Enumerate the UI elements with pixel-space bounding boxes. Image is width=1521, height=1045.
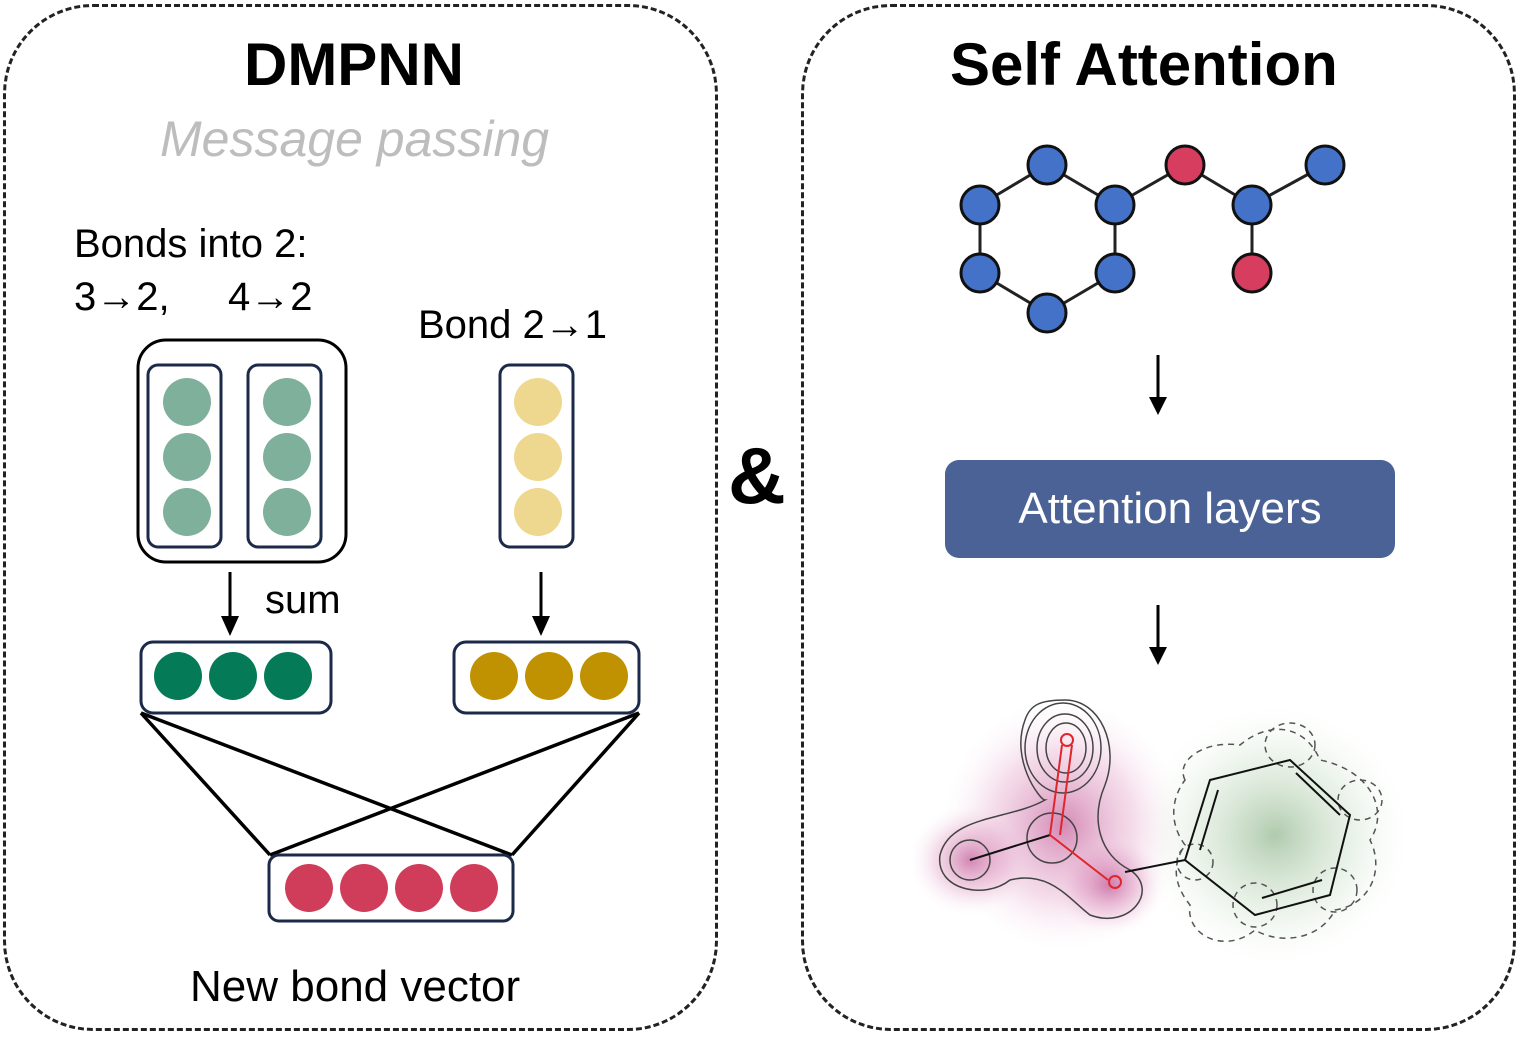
bond-3-2-feature <box>163 378 211 426</box>
atom-node <box>959 184 1001 226</box>
atom-node <box>1026 292 1068 334</box>
down-arrow-1 <box>1149 355 1167 415</box>
new-bond-vector-label: New bond vector <box>190 962 521 1011</box>
bond-out-arrow <box>532 572 550 636</box>
new-bond-feature <box>395 864 443 912</box>
bond-3-2-feature <box>163 433 211 481</box>
atom-node-oxygen <box>1231 252 1273 294</box>
bond-vector-2-1 <box>498 363 575 549</box>
sum-arrow <box>221 572 239 636</box>
new-bond-feature <box>285 864 333 912</box>
summed-feature <box>209 652 257 700</box>
bond-vector-3-2 <box>146 363 223 549</box>
bond-3-2-label: 3→2, <box>74 275 170 319</box>
summed-vector <box>139 640 333 715</box>
bond-out-feature <box>580 652 628 700</box>
ampersand: & <box>728 431 786 520</box>
new-bond-vector <box>267 853 515 923</box>
bond-2-1-feature <box>514 378 562 426</box>
combination-lines <box>139 711 641 857</box>
bond-vector-4-2 <box>246 363 323 549</box>
bond-4-2-feature <box>263 433 311 481</box>
new-bond-feature <box>340 864 388 912</box>
summed-feature <box>264 652 312 700</box>
atom-node <box>1304 144 1346 186</box>
atom-node <box>1026 144 1068 186</box>
bond-out-feature <box>470 652 518 700</box>
molecule-graph <box>978 163 1326 315</box>
atom-node <box>1231 184 1273 226</box>
message-passing-subtitle: Message passing <box>160 111 550 167</box>
bond-3-2-feature <box>163 488 211 536</box>
bond-4-2-feature <box>263 488 311 536</box>
bond-2-1-feature <box>514 433 562 481</box>
atom-node <box>1094 184 1136 226</box>
bonds-into-label: Bonds into 2: <box>74 222 308 266</box>
molecule-atoms <box>959 144 1346 334</box>
bond-out-feature <box>525 652 573 700</box>
incoming-bonds-group <box>136 338 348 564</box>
bond-2-1-feature <box>514 488 562 536</box>
bond-4-2-label: 4→2 <box>228 275 313 319</box>
bond-2-1-label: Bond 2→1 <box>418 303 608 347</box>
sum-label: sum <box>265 578 341 622</box>
dmpnn-title: DMPNN <box>244 31 464 98</box>
bond-out-vector <box>452 640 641 715</box>
self-attention-title: Self Attention <box>950 31 1338 98</box>
new-bond-feature <box>450 864 498 912</box>
summed-feature <box>154 652 202 700</box>
attention-layers-label: Attention layers <box>1018 484 1322 533</box>
attention-heatmap <box>910 699 1410 965</box>
bond-4-2-feature <box>263 378 311 426</box>
atom-node <box>959 252 1001 294</box>
down-arrow-2 <box>1149 605 1167 665</box>
atom-node <box>1094 252 1136 294</box>
atom-node-oxygen <box>1164 144 1206 186</box>
attention-layers-box: Attention layers <box>945 460 1395 558</box>
